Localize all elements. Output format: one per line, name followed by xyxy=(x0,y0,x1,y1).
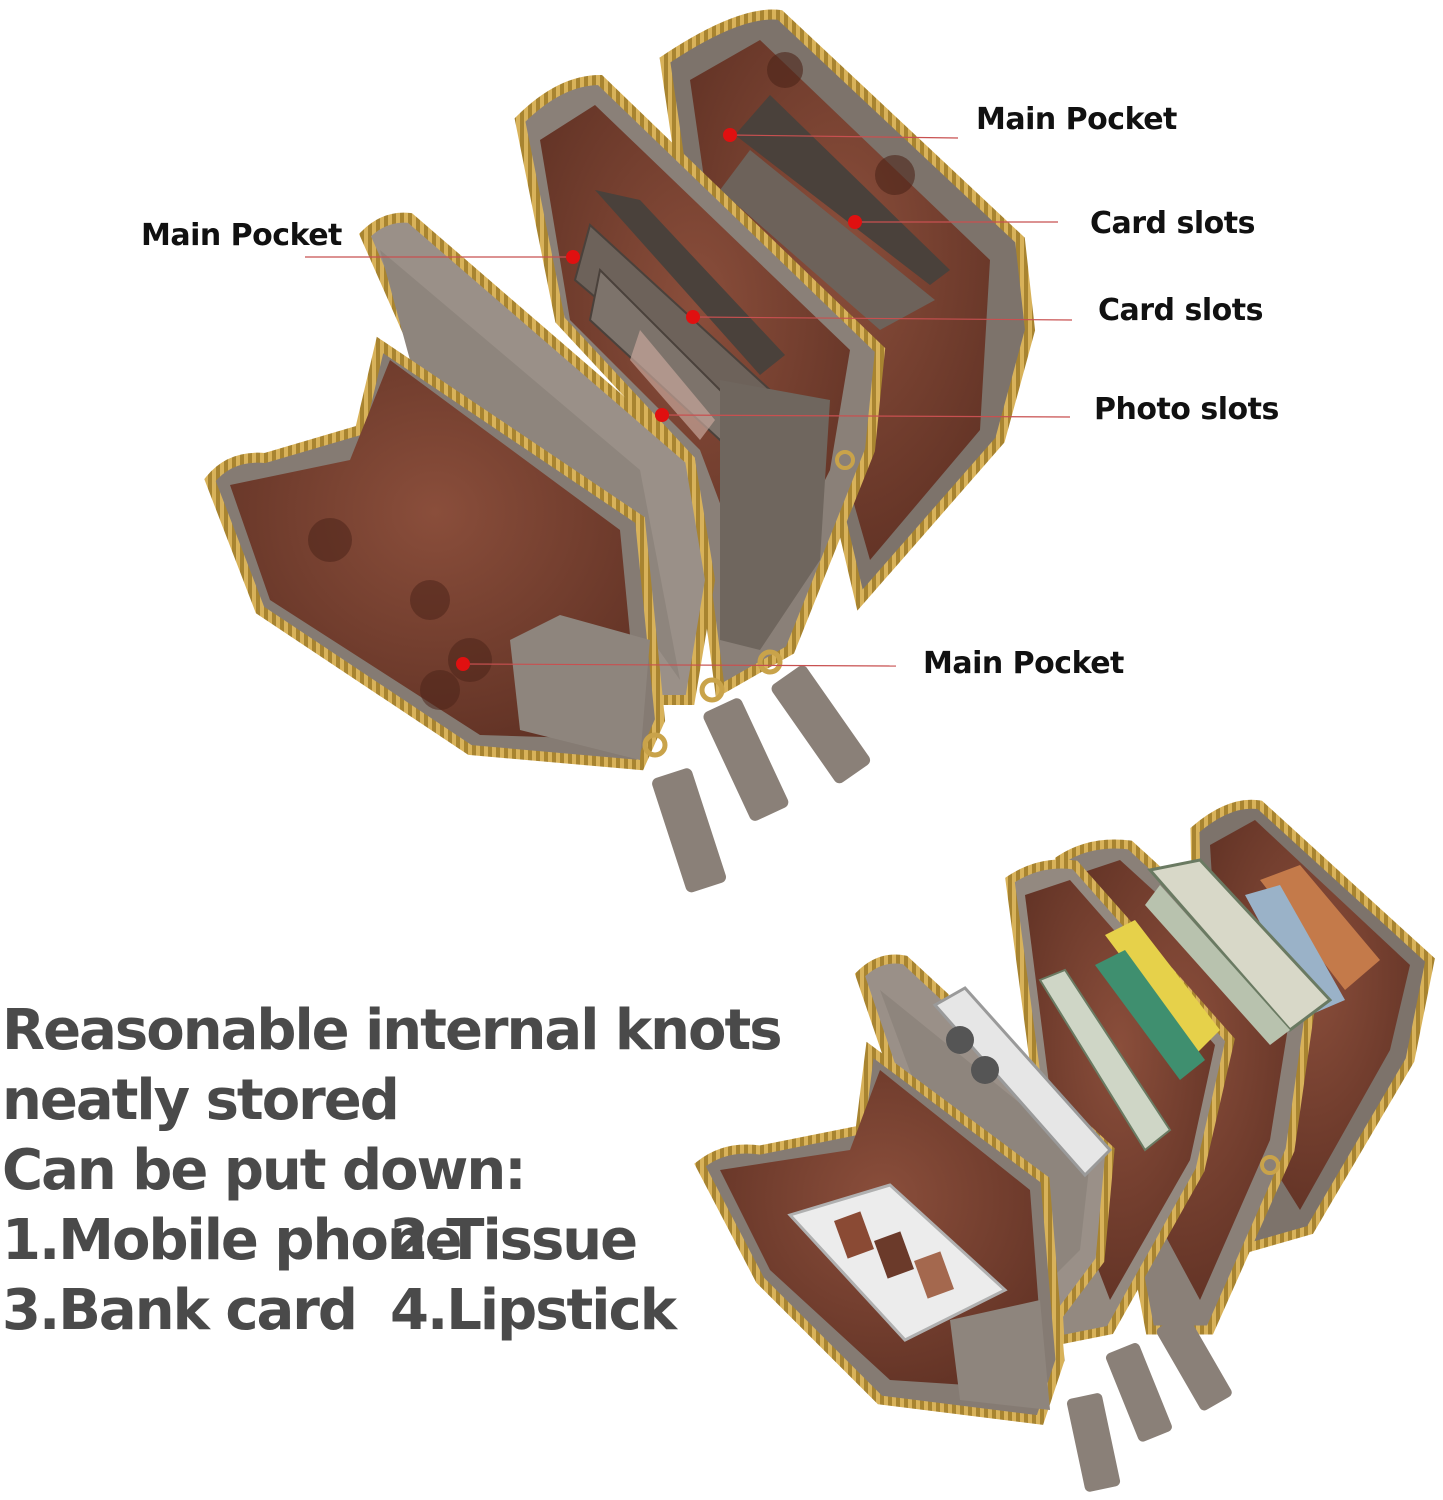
marker-dot xyxy=(686,310,700,324)
marker-dot xyxy=(456,657,470,671)
promo-items-row-1: 1.Mobile phone 2.Tissue xyxy=(2,1206,692,1276)
promo-line-1: Reasonable internal knots xyxy=(2,998,783,1063)
marker-dot xyxy=(848,215,862,229)
marker-dot xyxy=(723,128,737,142)
eyeshadow-palette xyxy=(787,1183,1008,1342)
promo-line-3: Can be put down: xyxy=(2,1138,527,1203)
bank-card xyxy=(1260,865,1380,990)
wallet-open-top xyxy=(204,9,1036,893)
zipper-pull xyxy=(642,732,727,893)
promo-item-mobile-phone: 1.Mobile phone xyxy=(2,1208,463,1273)
promo-item-lipstick: 4.Lipstick xyxy=(390,1278,677,1343)
bank-card xyxy=(1105,920,1220,1055)
bank-card xyxy=(1095,950,1205,1080)
promo-line-2: neatly stored xyxy=(2,1068,400,1133)
callout-photo-slots: Photo slots xyxy=(1094,392,1279,427)
marker-dot xyxy=(655,408,669,422)
callout-main-pocket-middle: Main Pocket xyxy=(141,218,342,253)
wallet-filled-bottom xyxy=(694,799,1435,1492)
callout-card-slots-back: Card slots xyxy=(1090,206,1255,241)
callout-main-pocket-front: Main Pocket xyxy=(923,646,1124,681)
cash-bills xyxy=(1147,858,1333,1033)
mobile-phone xyxy=(932,986,1113,1178)
callout-leaders xyxy=(305,128,1073,671)
marker-dot xyxy=(566,250,580,264)
storage-description: Reasonable internal knots neatly stored … xyxy=(2,996,783,1346)
promo-items-row-2: 3.Bank card 4.Lipstick xyxy=(2,1276,692,1346)
callout-card-slots-middle: Card slots xyxy=(1098,293,1263,328)
callout-main-pocket-back: Main Pocket xyxy=(976,102,1177,137)
zipper-pull xyxy=(757,649,871,784)
promo-item-tissue: 2.Tissue xyxy=(390,1208,638,1273)
zipper-pull xyxy=(699,677,789,821)
promo-item-bank-card: 3.Bank card xyxy=(2,1278,358,1343)
